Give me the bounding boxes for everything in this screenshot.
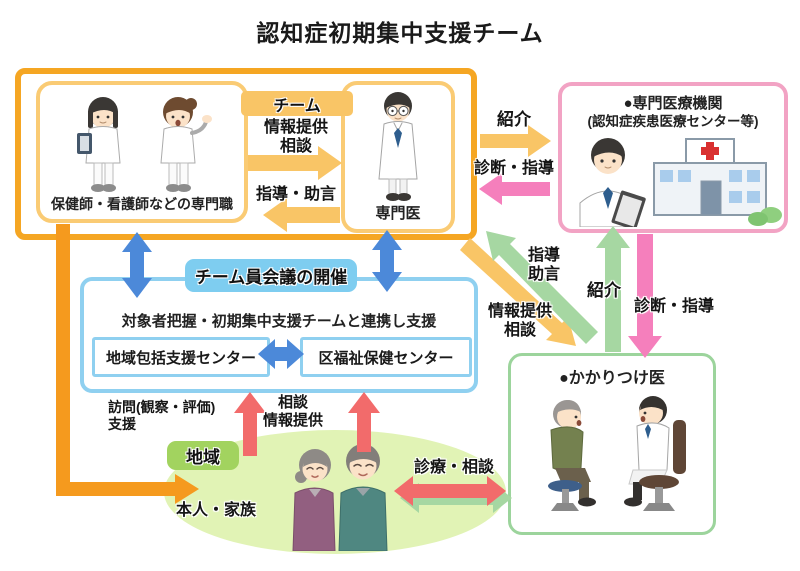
specialist-institution-box: ●専門医療機関 (認知症疾患医療センター等)	[558, 82, 788, 233]
professional-staff-box: 保健師・看護師などの専門職	[36, 81, 248, 223]
family-doctor-title: ●かかりつけ医	[559, 370, 665, 387]
staff-caption: 保健師・看護師などの専門職	[51, 196, 233, 212]
guidance-diagonal-label: 指導 助言	[527, 247, 560, 283]
elderly-couple-illustration	[292, 444, 388, 551]
consult-info-label: 相談 情報提供	[262, 394, 323, 429]
team-meeting-box: 対象者把握・初期集中支援チームと連携し支援 地域包括支援センター 区福祉保健セン…	[80, 277, 478, 393]
ward-welfare-center-label: 区福祉保健センター	[318, 349, 454, 367]
team-badge: チーム	[241, 91, 353, 116]
meeting-badge: チーム員会議の開催	[185, 259, 357, 292]
team-info-label: 情報提供 相談	[263, 119, 328, 155]
info-diagonal-label: 情報提供 相談	[487, 303, 552, 339]
nurses-illustration	[77, 97, 212, 192]
diagnosis-mid-arrow	[628, 234, 662, 358]
diagnosis-top-label: 診断・指導	[473, 160, 554, 177]
patient-family-label: 本人・家族	[176, 502, 257, 519]
team-badge-label: チーム	[273, 97, 321, 115]
hospital-doctor-illustration	[579, 138, 782, 227]
referral-top-label: 紹介	[497, 110, 531, 129]
visit-support-label: 訪問(観察・評価) 支援	[108, 399, 216, 432]
community-support-center-label: 地域包括支援センター	[105, 349, 256, 367]
specialist-doctor-illustration	[378, 92, 418, 201]
specialist-doctor-caption: 専門医	[375, 205, 421, 222]
family-doctor-box: ●かかりつけ医	[508, 353, 716, 535]
diagnosis-mid-label: 診断・指導	[633, 298, 714, 315]
team-guidance-label: 指導・助言	[255, 186, 336, 203]
specialist-institution-title: ●専門医療機関	[623, 95, 723, 112]
meeting-description: 対象者把握・初期集中支援チームと連携し支援	[121, 313, 437, 330]
referral-mid-label: 紹介	[587, 281, 621, 300]
community-support-center-box: 地域包括支援センター	[92, 337, 270, 377]
care-consult-label: 診療・相談	[413, 459, 494, 476]
community-badge: 地域	[167, 441, 239, 470]
family-doctor-consult-illustration	[548, 396, 686, 511]
meeting-badge-label: チーム員会議の開催	[194, 268, 348, 287]
community-badge-label: 地域	[186, 448, 220, 467]
page-title: 認知症初期集中支援チーム	[256, 20, 544, 46]
ward-welfare-center-box: 区福祉保健センター	[300, 337, 472, 377]
specialist-institution-subtitle: (認知症疾患医療センター等)	[587, 114, 759, 129]
specialist-doctor-box: 専門医	[341, 81, 455, 233]
